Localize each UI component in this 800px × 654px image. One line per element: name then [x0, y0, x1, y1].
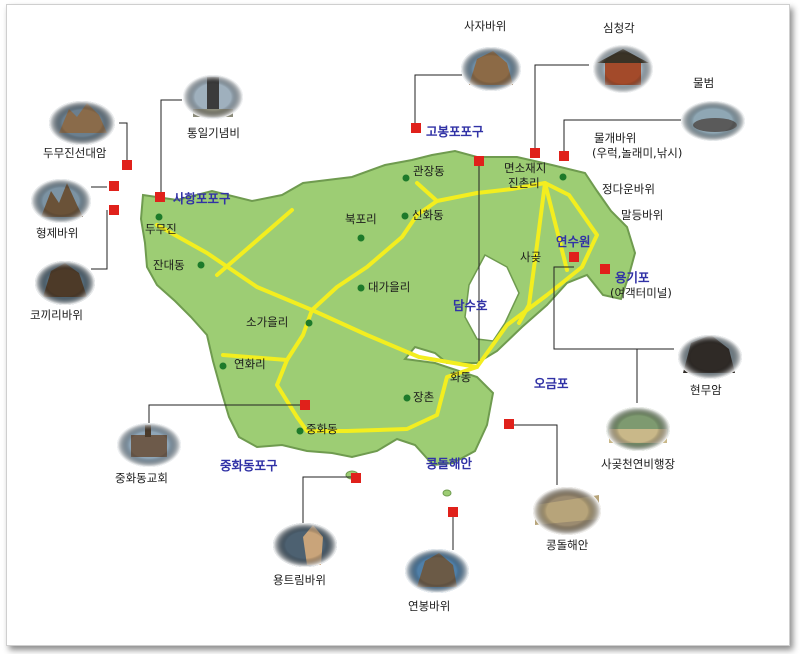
- village-dot-icon: [403, 394, 411, 402]
- village-dot-icon: [357, 234, 365, 242]
- red-square-marker-icon[interactable]: [504, 419, 514, 429]
- photo-thumbnail[interactable]: [117, 423, 181, 467]
- port-label-kongdol: 콩돌해안: [426, 456, 473, 471]
- port-label-yeonsu: 연수원: [556, 234, 591, 249]
- village-label: 화동: [450, 370, 472, 384]
- photo-thumbnails: [31, 45, 745, 593]
- photo-thumbnail[interactable]: [593, 45, 653, 93]
- village-label: 관장동: [413, 164, 445, 178]
- photo-thumbnail[interactable]: [606, 407, 670, 451]
- red-square-marker-icon[interactable]: [411, 123, 421, 133]
- port-sub-terminal: (여객터미널): [610, 286, 672, 300]
- village-label: 잔대동: [153, 258, 185, 272]
- village-dot-icon: [197, 261, 205, 269]
- photo-thumbnail[interactable]: [35, 261, 95, 305]
- attraction-label: 물범: [693, 76, 715, 90]
- village-label: 중화동: [306, 422, 338, 436]
- village-dot-icon: [559, 173, 567, 181]
- village-dot-icon: [155, 213, 163, 221]
- village-label: 사곶: [520, 250, 542, 264]
- village-dot-icon: [219, 362, 227, 370]
- photo-thumbnail[interactable]: [533, 487, 601, 535]
- map-frame: 사항포포구 고봉포포구 연수원 용기포 (여객터미널) 담수호 오금포 중화동포…: [6, 4, 790, 646]
- road-network: [155, 181, 599, 433]
- village-label: 대가을리: [368, 280, 411, 294]
- red-square-marker-icon[interactable]: [448, 507, 458, 517]
- attraction-label: 말등바위: [621, 208, 664, 222]
- village-dot-icon: [402, 174, 410, 182]
- attraction-label: 중화동교회: [115, 471, 168, 485]
- port-label-yonggi: 용기포: [615, 270, 650, 285]
- red-square-marker-icon[interactable]: [569, 252, 579, 262]
- attraction-label: 코끼리바위: [30, 308, 83, 322]
- red-square-marker-icon[interactable]: [600, 264, 610, 274]
- village-label: 북포리: [345, 212, 377, 226]
- red-square-marker-icon[interactable]: [109, 205, 119, 215]
- red-square-marker-icon[interactable]: [109, 181, 119, 191]
- photo-thumbnail[interactable]: [405, 549, 469, 593]
- village-label: 장촌: [413, 390, 435, 404]
- leader-lines: [91, 64, 683, 550]
- village-dot-icon: [305, 319, 313, 327]
- attraction-label: 사자바위: [464, 19, 507, 33]
- port-label-gobong: 고봉포포구: [426, 124, 484, 139]
- village-label: 두무진: [145, 222, 177, 236]
- village-label: 진촌리: [508, 176, 540, 190]
- photo-thumbnail[interactable]: [678, 335, 742, 379]
- red-square-marker-icon[interactable]: [122, 160, 132, 170]
- village-dots: [155, 173, 567, 435]
- red-square-marker-icon[interactable]: [474, 156, 484, 166]
- attraction-label: 두무진선대암: [43, 146, 107, 160]
- photo-thumbnail[interactable]: [273, 523, 337, 567]
- village-label: 면소재지: [504, 161, 547, 175]
- photo-thumbnail[interactable]: [183, 75, 243, 119]
- lake-label-damsu: 담수호: [453, 298, 488, 313]
- attraction-label: 형제바위: [36, 226, 79, 240]
- port-label-junghwa: 중화동포구: [220, 458, 278, 473]
- map-canvas: [31, 45, 745, 593]
- red-square-marker-icon[interactable]: [351, 473, 361, 483]
- photo-thumbnail[interactable]: [461, 47, 521, 91]
- red-square-marker-icon[interactable]: [559, 151, 569, 161]
- attraction-label: (우럭,놀래미,낚시): [592, 146, 683, 160]
- islet: [442, 489, 452, 497]
- red-square-marker-icon[interactable]: [300, 400, 310, 410]
- attraction-label: 정다운바위: [602, 182, 655, 196]
- photo-thumbnail[interactable]: [31, 179, 91, 223]
- port-label-ogeum: 오금포: [534, 376, 569, 391]
- village-dot-icon: [401, 212, 409, 220]
- village-dot-icon: [357, 284, 365, 292]
- island-landmass: [139, 149, 637, 467]
- attraction-label: 현무암: [690, 383, 722, 397]
- village-dot-icon: [296, 427, 304, 435]
- village-label: 신화동: [412, 208, 444, 222]
- red-square-marker-icon[interactable]: [155, 192, 165, 202]
- port-label-sahang: 사항포포구: [173, 191, 231, 206]
- village-label: 연화리: [234, 357, 266, 371]
- photo-thumbnail[interactable]: [49, 101, 115, 145]
- attraction-label: 용트림바위: [273, 573, 326, 587]
- attraction-label: 물개바위: [594, 131, 637, 145]
- red-square-markers: [109, 123, 610, 517]
- village-label: 소가을리: [246, 315, 289, 329]
- red-square-marker-icon[interactable]: [530, 148, 540, 158]
- attraction-label: 사곶천연비행장: [601, 457, 676, 471]
- attraction-label: 콩돌해안: [546, 538, 589, 552]
- attraction-label: 통일기념비: [187, 126, 240, 140]
- photo-thumbnail[interactable]: [681, 101, 745, 141]
- attraction-label: 심청각: [603, 21, 635, 35]
- attraction-label: 연봉바위: [408, 599, 451, 613]
